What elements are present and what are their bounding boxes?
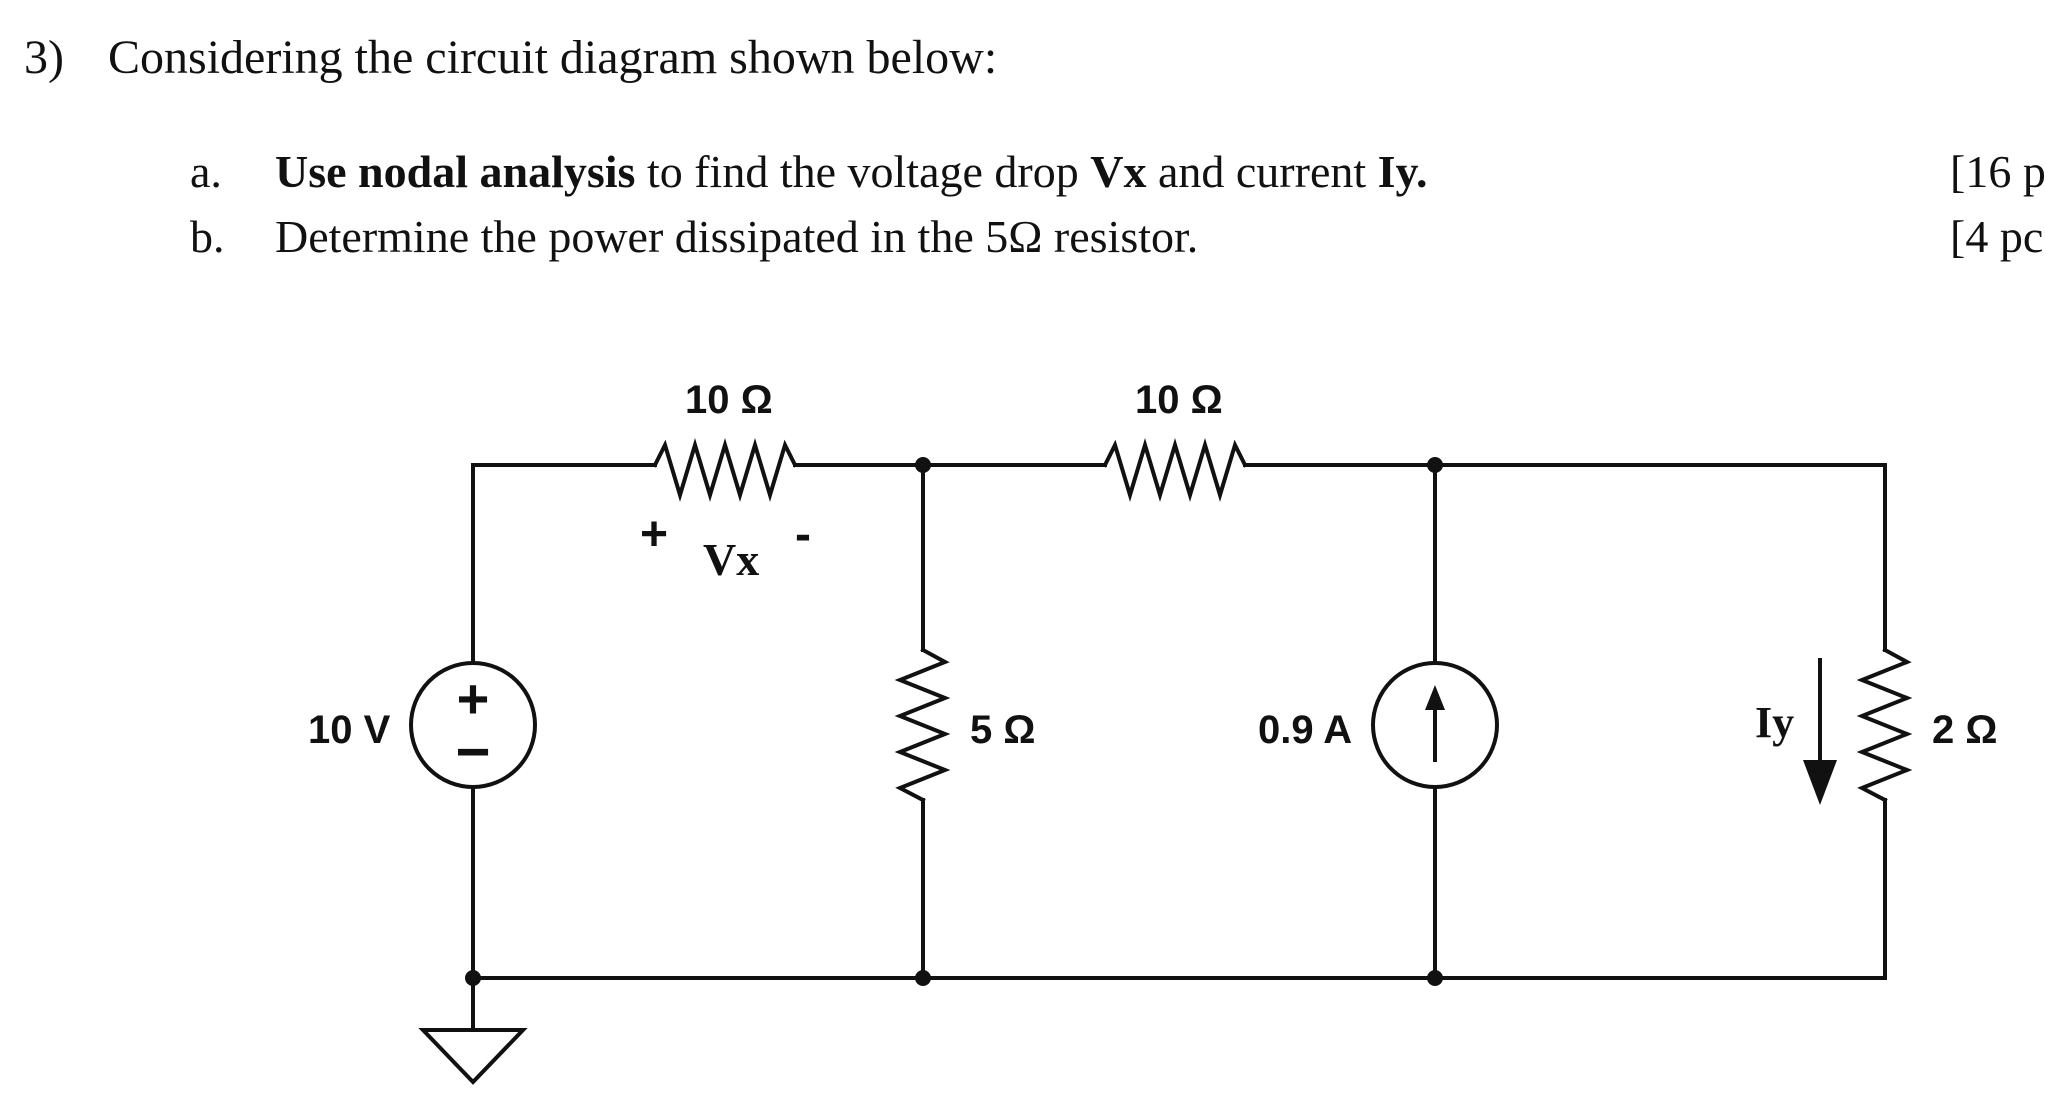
- ground-icon: [418, 1028, 528, 1085]
- current-source-arrow-head-icon: [1425, 685, 1445, 710]
- item-a-text-1: to find the voltage drop: [635, 146, 1091, 197]
- vx-label: Vx: [703, 534, 759, 585]
- iy-label: Iy: [1755, 698, 1794, 747]
- vx-plus: +: [640, 508, 668, 561]
- wire-r4-bottom: [471, 798, 1887, 980]
- voltage-source-label: 10 V: [308, 708, 391, 752]
- resistor-r2-label: 10 Ω: [1135, 378, 1223, 422]
- current-source-label: 0.9 A: [1258, 708, 1352, 752]
- voltage-source-minus: −: [455, 718, 490, 785]
- item-a-letter: a.: [190, 146, 222, 197]
- resistor-r4: [1856, 647, 1913, 803]
- wire-r2-right: [1243, 463, 1887, 652]
- resistor-r3-label: 5 Ω: [970, 708, 1035, 752]
- resistor-r3: [894, 647, 951, 803]
- item-a-text: Use nodal analysis to find the voltage d…: [275, 145, 1428, 198]
- resistor-r1: [652, 438, 798, 502]
- item-a-iy: Iy.: [1377, 146, 1428, 197]
- node-c-dot: [915, 970, 931, 986]
- resistor-r2: [1102, 438, 1248, 502]
- vx-minus: -: [795, 508, 811, 561]
- question-number: 3): [24, 31, 64, 84]
- resistor-r1-label: 10 Ω: [685, 378, 773, 422]
- item-a-bold-lead: Use nodal analysis: [275, 146, 636, 197]
- wire-top-left: [471, 463, 657, 665]
- resistor-r4-label: 2 Ω: [1932, 708, 1997, 752]
- item-b-text: Determine the power dissipated in the 5Ω…: [275, 211, 1199, 262]
- item-b-points: [4 pc: [1950, 211, 2044, 262]
- iy-arrow-head-icon: [1803, 760, 1837, 805]
- item-b-letter: b.: [190, 211, 225, 262]
- item-a-vx: Vx: [1090, 146, 1147, 197]
- item-a-text-2: and current: [1146, 146, 1378, 197]
- item-a-points: [16 p: [1950, 146, 2046, 197]
- voltage-source-plus: +: [457, 667, 490, 730]
- node-d-dot: [1427, 970, 1443, 986]
- question-text: Considering the circuit diagram shown be…: [108, 31, 998, 84]
